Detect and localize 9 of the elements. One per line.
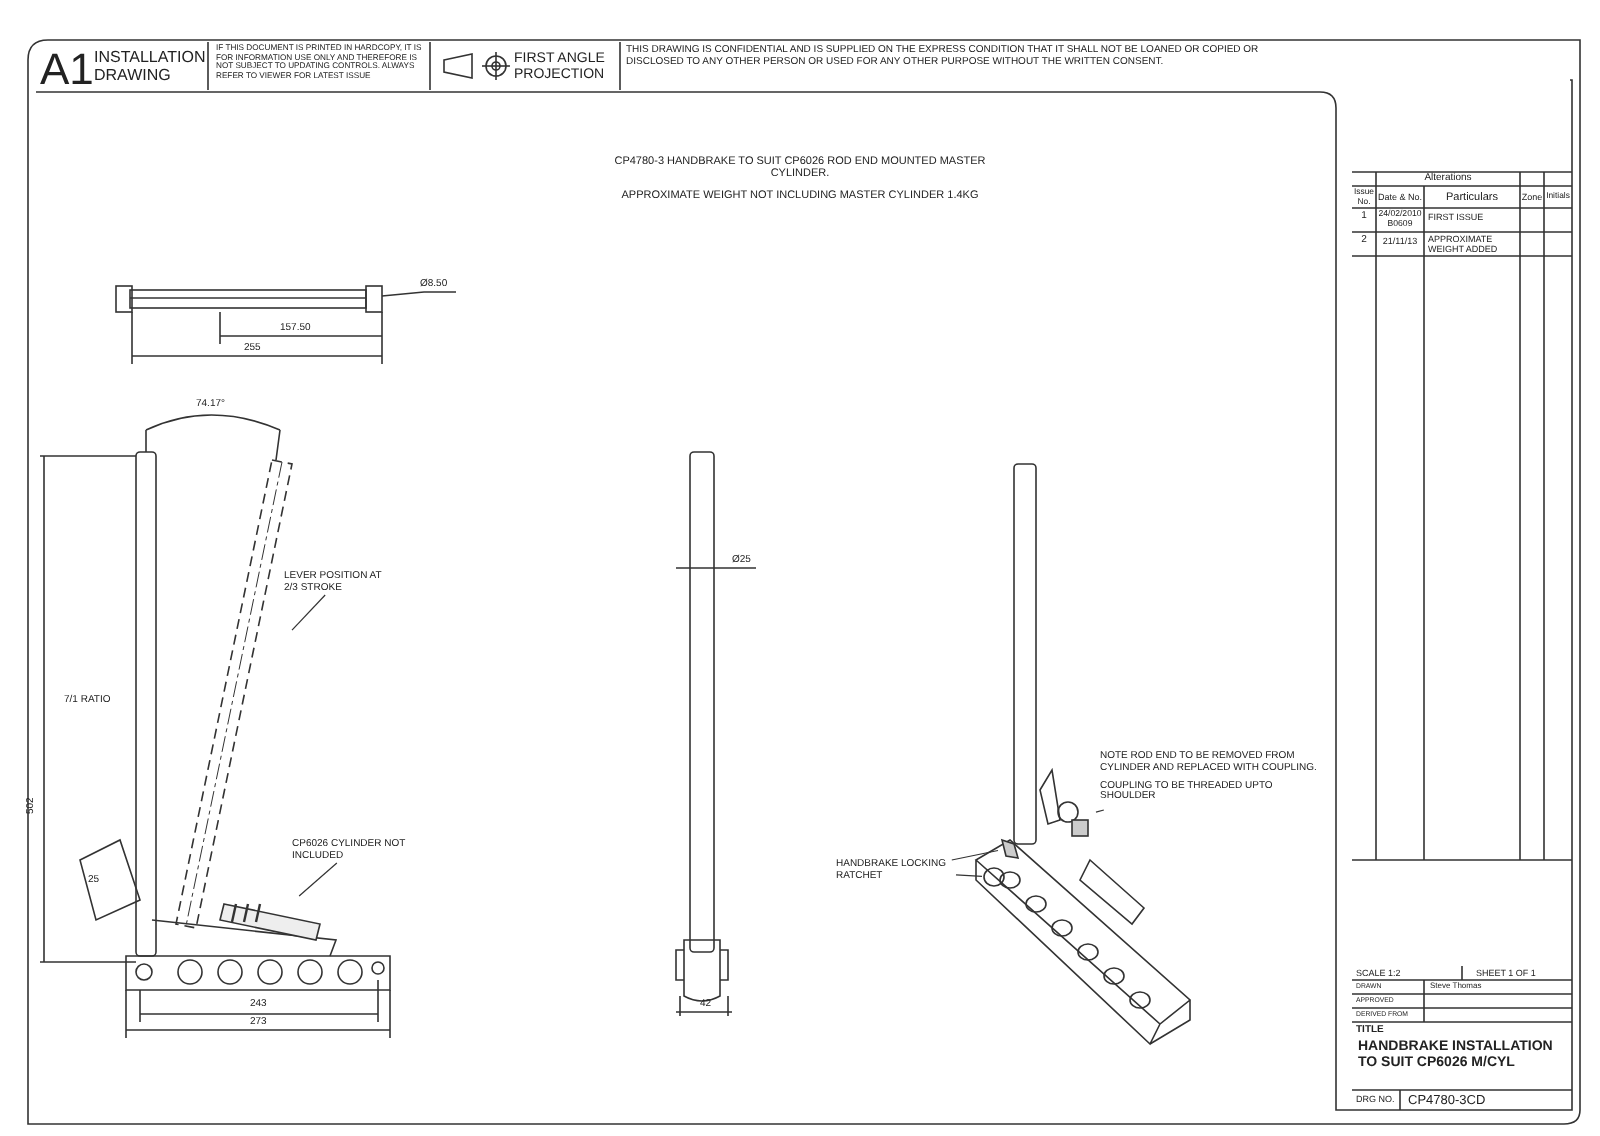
leader-line [955, 874, 983, 877]
drawing-type-text: INSTALLATION DRAWING [94, 48, 204, 85]
sheet-size-text: A1 [40, 44, 94, 95]
ratchet-drawing [998, 836, 1022, 860]
leader-line [298, 862, 338, 897]
bolt-circle [982, 866, 1006, 888]
leader-line [291, 594, 326, 631]
leader-line [951, 849, 999, 861]
leader-line [1095, 809, 1105, 813]
